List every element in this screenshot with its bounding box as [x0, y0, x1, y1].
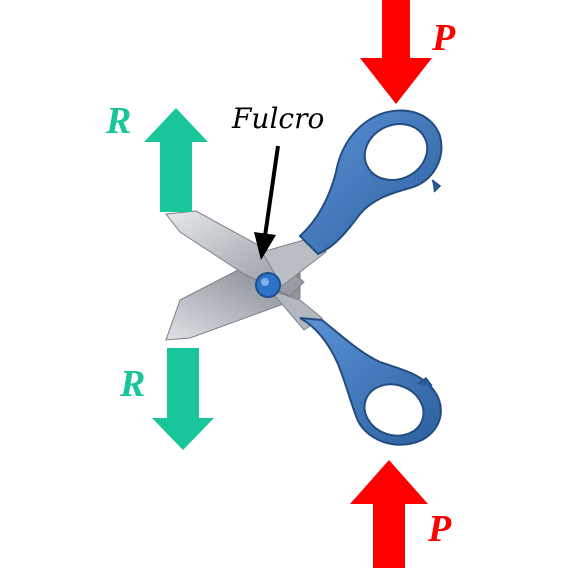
resistance-label-top: R — [105, 100, 131, 142]
scissors-icon — [165, 109, 443, 446]
upper-handle — [298, 109, 443, 256]
pivot-screw — [255, 272, 281, 298]
resistance-label-bottom: R — [119, 363, 145, 405]
fulcrum-label: Fulcro — [231, 102, 324, 135]
lower-handle — [299, 317, 442, 446]
resistance-arrow-bottom — [152, 348, 214, 450]
resistance-arrow-top — [144, 108, 208, 212]
effort-label-top: P — [431, 17, 456, 59]
effort-arrow-bottom — [350, 460, 428, 568]
effort-arrow-top — [360, 0, 432, 104]
fulcrum-arrow — [254, 145, 280, 260]
effort-label-bottom: P — [427, 508, 452, 550]
